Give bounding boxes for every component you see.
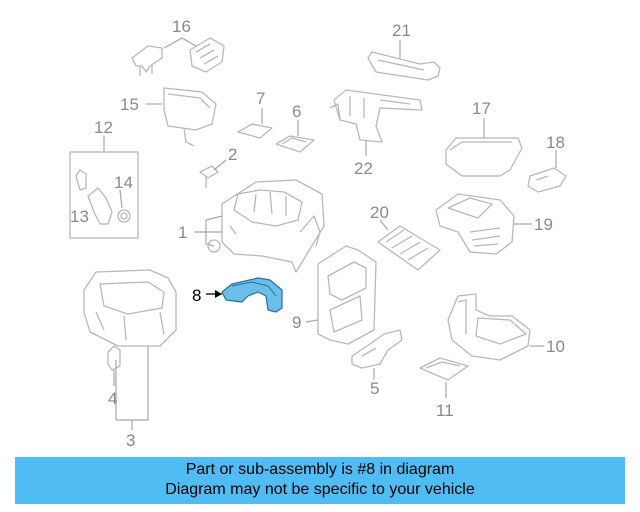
part-7-drawing <box>237 108 273 139</box>
part-19-drawing <box>435 193 532 255</box>
callout-9: 9 <box>292 313 301 332</box>
part-2-drawing <box>199 159 227 188</box>
callout-13: 13 <box>70 207 89 226</box>
caption-line-disclaimer: Diagram may not be specific to your vehi… <box>165 481 475 498</box>
callout-21: 21 <box>392 21 411 40</box>
callout-6: 6 <box>292 102 301 121</box>
part-21-drawing <box>367 40 441 81</box>
callout-8: 8 <box>192 286 201 305</box>
callout-3: 3 <box>126 431 135 450</box>
part-20-drawing <box>377 219 441 271</box>
part-16-drawing <box>131 37 225 76</box>
part-22-drawing <box>329 89 423 156</box>
callout-12: 12 <box>94 118 113 137</box>
callout-2: 2 <box>228 145 237 164</box>
callout-20: 20 <box>370 203 389 222</box>
part-18-drawing <box>527 150 567 193</box>
callout-4: 4 <box>108 389 117 408</box>
callout-14: 14 <box>114 173 133 192</box>
callout-22: 22 <box>354 159 373 178</box>
part-1-drawing <box>194 179 325 273</box>
caption-line-part: Part or sub-assembly is #8 in diagram <box>185 461 455 478</box>
callout-5: 5 <box>370 379 379 398</box>
part-10-drawing <box>447 293 544 361</box>
part-4-drawing <box>107 345 121 386</box>
part-9-drawing <box>305 245 377 345</box>
part-12-drawing <box>69 136 139 239</box>
callout-17: 17 <box>472 99 491 118</box>
part-15-drawing <box>146 87 217 147</box>
callout-1: 1 <box>178 223 187 242</box>
callout-15: 15 <box>120 95 139 114</box>
callout-7: 7 <box>256 89 265 108</box>
part-17-drawing <box>445 118 523 177</box>
part-8-shape[interactable] <box>221 277 283 313</box>
part-8-drawing <box>206 277 283 313</box>
part-3-drawing <box>83 269 177 430</box>
part-6-drawing <box>275 120 315 153</box>
caption-banner: Part or sub-assembly is #8 in diagram Di… <box>15 457 625 504</box>
callout-11: 11 <box>436 401 454 420</box>
parts-diagram: 16 21 15 7 6 17 12 2 22 18 14 13 1 20 19… <box>69 17 567 450</box>
callout-19: 19 <box>534 215 553 234</box>
part-11-drawing <box>419 357 469 398</box>
callout-10: 10 <box>546 337 565 356</box>
part-5-drawing <box>351 329 403 380</box>
callout-18: 18 <box>546 133 565 152</box>
callout-16: 16 <box>172 17 191 36</box>
